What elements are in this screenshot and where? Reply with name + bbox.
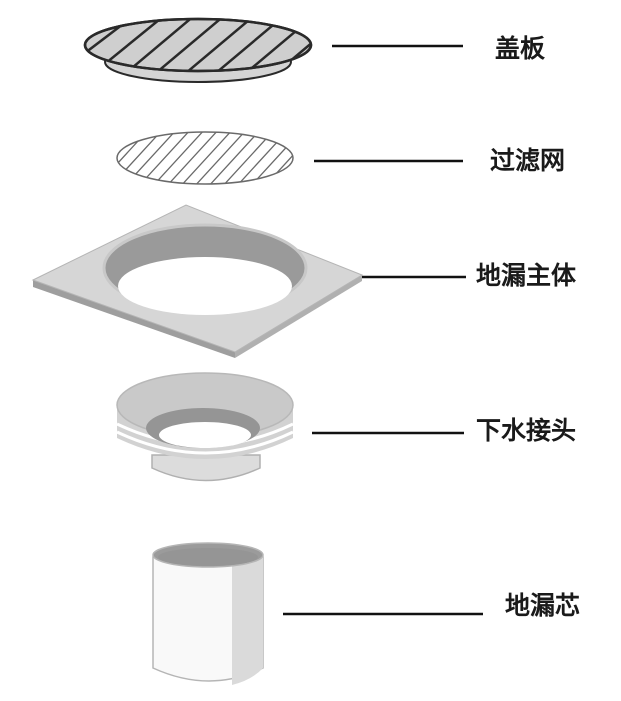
filter-mesh (116, 131, 294, 185)
label-joint: 下水接头 (476, 416, 577, 445)
label-core: 地漏芯 (505, 591, 581, 620)
cover-plate (83, 17, 313, 83)
drain-connector (116, 372, 294, 482)
label-filter: 过滤网 (490, 146, 566, 175)
label-cover: 盖板 (495, 34, 546, 63)
drain-core (152, 542, 264, 685)
drain-body (31, 204, 364, 358)
label-body: 地漏主体 (476, 261, 577, 290)
